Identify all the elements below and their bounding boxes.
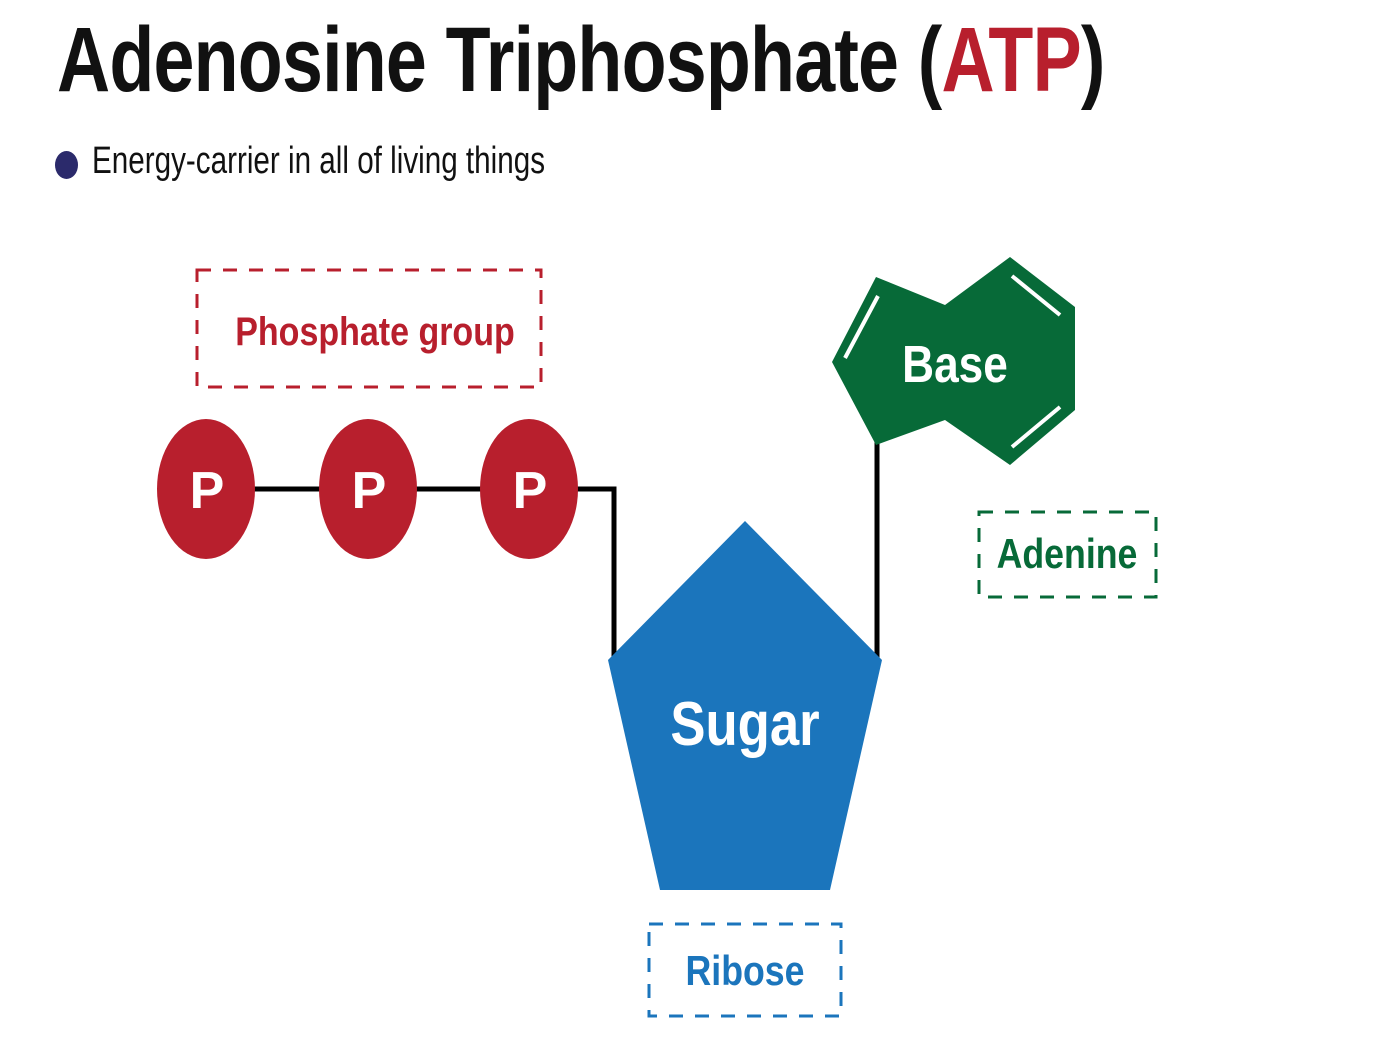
phosphate-label: P (513, 462, 548, 520)
ribose-label: Ribose (686, 948, 805, 994)
title-suffix: ) (1080, 9, 1106, 111)
phosphate-circle (480, 419, 578, 559)
page-title: Adenosine Triphosphate (ATP) (57, 8, 1105, 113)
phosphate-circle (319, 419, 417, 559)
phosphate-label: P (190, 462, 225, 520)
title-text: Adenosine Triphosphate ( (57, 9, 942, 111)
adenine-box (977, 510, 1158, 599)
phosphate-circle (157, 419, 255, 559)
bullet-icon (55, 151, 78, 179)
phosphate-group-label: Phosphate group (235, 308, 514, 353)
base-ring (832, 257, 1075, 465)
title-highlight: ATP (941, 9, 1082, 111)
ribose-box (647, 922, 843, 1018)
phosphate-label: P (352, 462, 387, 520)
phosphate-circles: P P P (157, 419, 578, 559)
sugar-label: Sugar (670, 690, 819, 759)
phosphate-group-box (195, 268, 543, 389)
adenine-label: Adenine (997, 531, 1138, 577)
sugar-pentagon (608, 521, 882, 890)
double-bond-lines (843, 274, 1062, 449)
subtitle: Energy-carrier in all of living things (92, 140, 546, 182)
base-label: Base (902, 336, 1008, 394)
